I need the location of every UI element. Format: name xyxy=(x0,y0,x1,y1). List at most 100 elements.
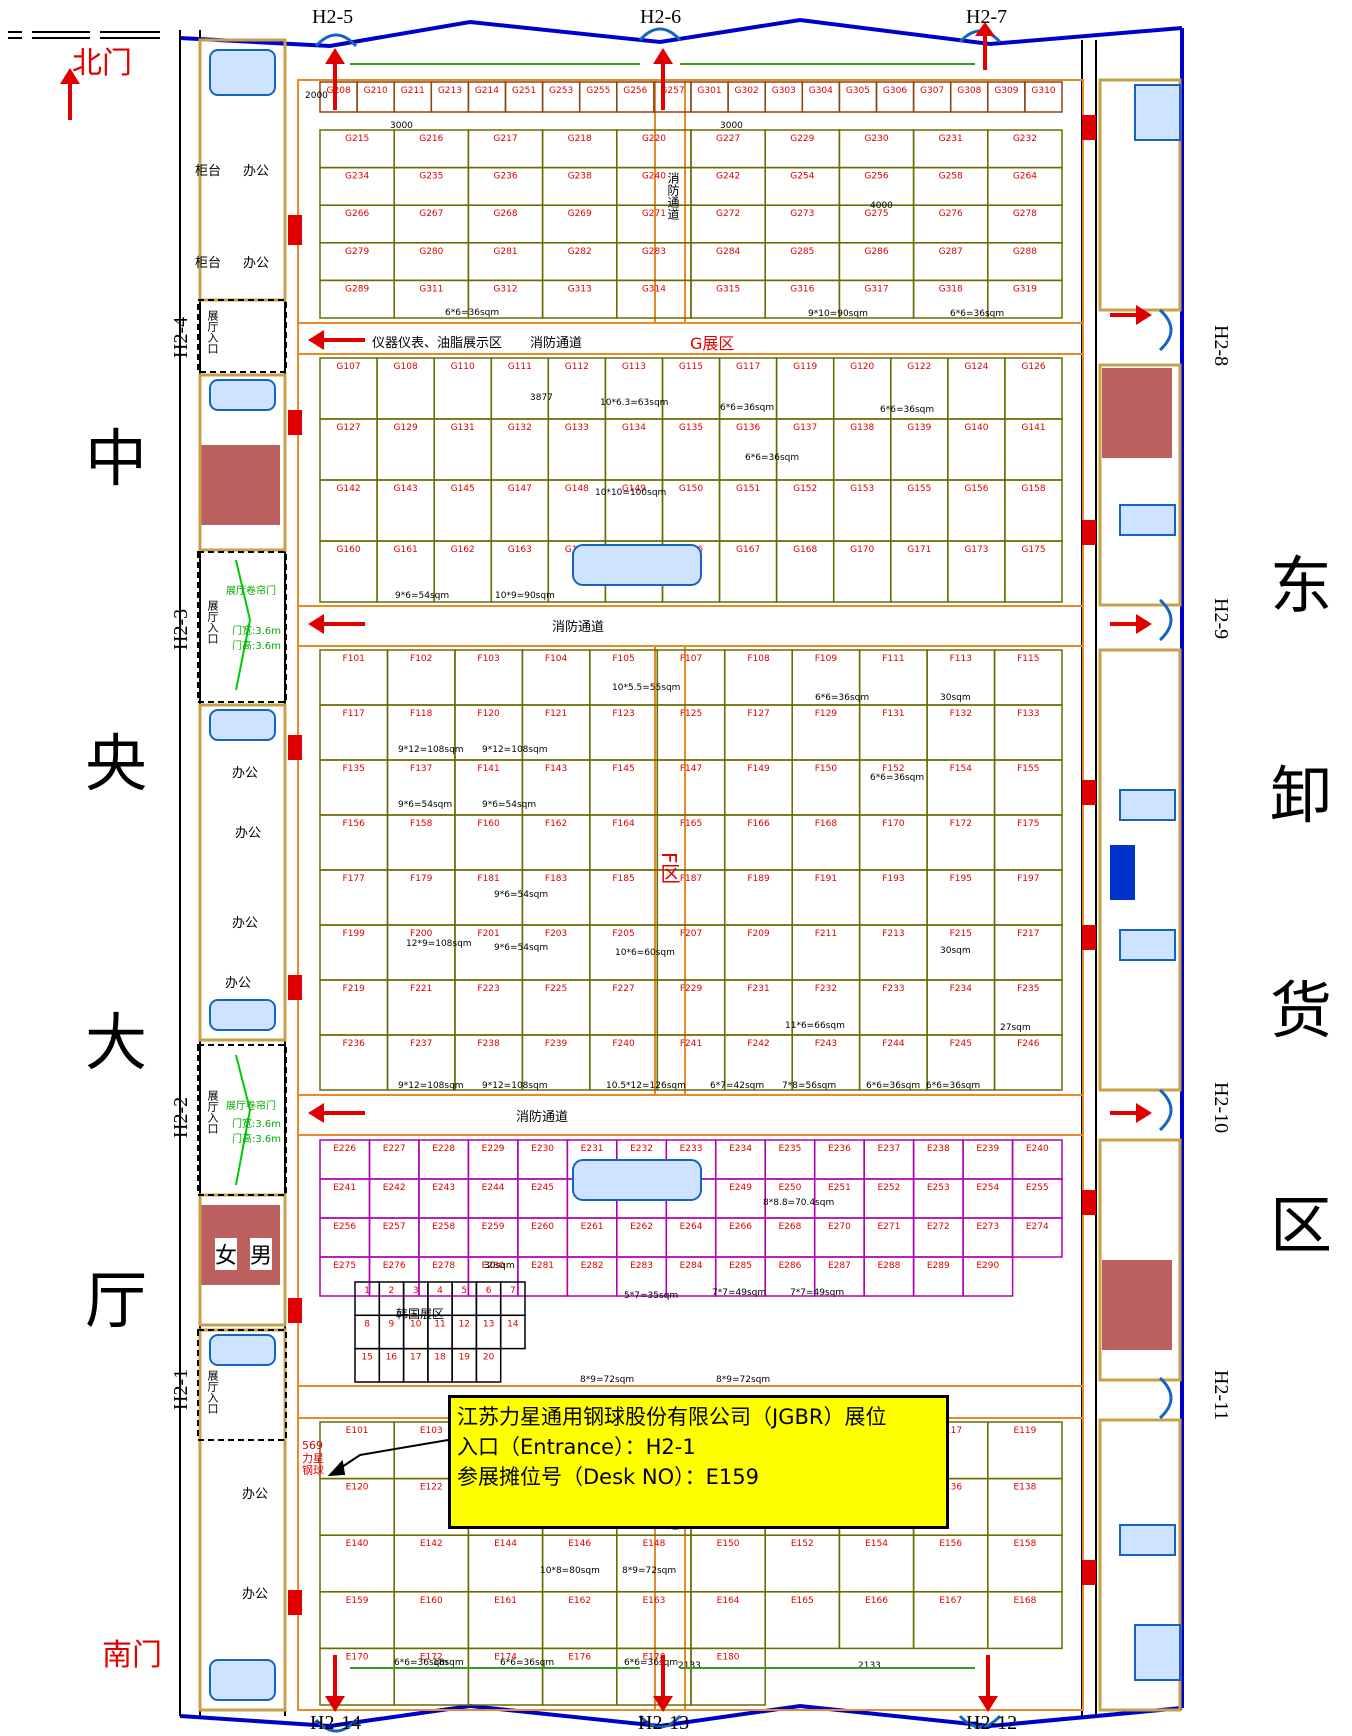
e-upper-booth: E228 xyxy=(418,1139,470,1180)
f-booth-id: F215 xyxy=(950,929,972,939)
g-mid-booth: G155 xyxy=(890,479,949,542)
f-booth-id: F231 xyxy=(747,984,769,994)
e-lower-booth: E140 xyxy=(319,1534,395,1593)
escalator-e xyxy=(572,1159,702,1201)
g-booth-id: G227 xyxy=(716,134,740,144)
g-top-booth-id: G208 xyxy=(327,86,351,96)
dimension-label: 9*6=54sqm xyxy=(494,890,548,900)
g-booth: G280 xyxy=(393,242,470,282)
g-booth: G218 xyxy=(541,129,618,169)
g-booth: G216 xyxy=(393,129,470,169)
g-booth: G227 xyxy=(690,129,766,169)
f-booth-id: F201 xyxy=(477,929,499,939)
g-booth: G254 xyxy=(764,166,841,206)
g-booth-id: G256 xyxy=(864,172,888,182)
g-booth: G232 xyxy=(987,129,1063,169)
f-booth-id: F237 xyxy=(410,1039,432,1049)
g-top-booth-id: G301 xyxy=(697,86,721,96)
male-restroom-label: 男 xyxy=(250,1238,273,1270)
dimension-label: 6*6=36sqm xyxy=(720,403,774,413)
e-upper-booth-id: E260 xyxy=(531,1222,554,1232)
e-upper-booth: E254 xyxy=(962,1178,1014,1219)
g-mid-booth: G133 xyxy=(547,418,607,481)
central-hall-char-3: 大 xyxy=(85,1006,148,1079)
e-upper-booth-id: E257 xyxy=(383,1222,406,1232)
dimension-label: 10*6=60sqm xyxy=(615,948,675,958)
dimension-label: 9*6=54sqm xyxy=(494,943,548,953)
korea-booth-id: 12 xyxy=(459,1319,470,1329)
counter-label-1: 柜台 xyxy=(195,164,222,179)
f-booth-id: F132 xyxy=(950,709,972,719)
e-lower-booth-id: E165 xyxy=(791,1596,814,1606)
g-mid-booth-id: G149 xyxy=(622,484,646,494)
g-mid-booth: G115 xyxy=(661,357,721,420)
e-upper-booth-id: E239 xyxy=(976,1144,999,1154)
g-mid-booth: G139 xyxy=(890,418,949,481)
g-booth-id: G315 xyxy=(716,284,740,294)
g-top-booth: G210 xyxy=(356,81,395,113)
g-mid-booth: G131 xyxy=(433,418,493,481)
g-mid-booth-id: G131 xyxy=(451,423,475,433)
e-lower-booth-id: E150 xyxy=(717,1539,740,1549)
g-top-booth-id: G213 xyxy=(438,86,462,96)
g-top-booth-id: G214 xyxy=(475,86,499,96)
dimension-label: 3000 xyxy=(390,121,413,131)
f-booth-id: F236 xyxy=(343,1039,366,1049)
e-lower-booth-id: E144 xyxy=(494,1539,517,1549)
g-booth: G276 xyxy=(912,204,989,244)
f-booth-id: F135 xyxy=(343,764,365,774)
g-mid-booth-id: G126 xyxy=(1021,362,1045,372)
g-mid-booth: G152 xyxy=(775,479,835,542)
gate-h2-10: H2-10 xyxy=(1210,1082,1232,1134)
g-top-booth: G253 xyxy=(541,81,581,113)
g-booth: G264 xyxy=(987,166,1063,206)
g-mid-booth: G167 xyxy=(718,540,778,603)
f-booth-id: F213 xyxy=(882,929,904,939)
korea-booth: 17 xyxy=(402,1347,429,1383)
g-booth-id: G230 xyxy=(864,134,888,144)
g-mid-booth-id: G140 xyxy=(964,423,988,433)
e-upper-booth-id: E259 xyxy=(482,1222,505,1232)
e-upper-booth-id: E272 xyxy=(927,1222,950,1232)
escalators xyxy=(572,544,702,1201)
g-mid-booth-id: G136 xyxy=(736,423,760,433)
g-mid-booth: G168 xyxy=(775,540,835,603)
e-upper-booth: E244 xyxy=(467,1178,519,1219)
e-lower-booth: E166 xyxy=(838,1591,915,1650)
gate-h2-6: H2-6 xyxy=(640,6,682,28)
e-upper-booth: E240 xyxy=(1011,1139,1063,1180)
e-lower-booth: E168 xyxy=(987,1591,1063,1650)
f-booth-id: F156 xyxy=(343,819,366,829)
g-top-booth: G211 xyxy=(393,81,433,113)
g-booth: G238 xyxy=(541,166,618,206)
g-booth: G268 xyxy=(467,204,544,244)
f-booth: F155 xyxy=(993,759,1063,816)
e-upper-booth-id: E250 xyxy=(778,1183,801,1193)
g-booth-id: G264 xyxy=(1013,172,1037,182)
g-booth: G278 xyxy=(987,204,1063,244)
dimension-label: 10*10=100sqm xyxy=(595,488,666,498)
dimension-label: 6*6=36sqm xyxy=(880,405,934,415)
f-booth-id: F223 xyxy=(477,984,499,994)
f-booth: F213 xyxy=(858,924,928,981)
e-upper-booth-id: E238 xyxy=(927,1144,950,1154)
f-booth-id: F101 xyxy=(343,654,365,664)
g-mid-booth-id: G156 xyxy=(964,484,988,494)
g-booth-id: G272 xyxy=(716,209,740,219)
g-top-booth: G303 xyxy=(764,81,804,113)
f-booth-id: F225 xyxy=(545,984,567,994)
g-booth-id: G278 xyxy=(1013,209,1037,219)
g-mid-booth: G138 xyxy=(832,418,892,481)
f-booth-id: F129 xyxy=(815,709,838,719)
gate-h2-7: H2-7 xyxy=(966,6,1008,28)
e-upper-booth-id: E229 xyxy=(482,1144,505,1154)
dimension-label: 10*8=80sqm xyxy=(540,1566,600,1576)
dimension-label: 10*5.5=55sqm xyxy=(612,683,680,693)
g-mid-booth: G111 xyxy=(490,357,550,420)
f-booth: F103 xyxy=(454,649,524,706)
dimension-label: 30sqm xyxy=(484,1261,515,1271)
dimension-label: 2000 xyxy=(305,91,328,101)
green-door-lines xyxy=(235,559,252,1186)
e-upper-booth-id: E254 xyxy=(976,1183,999,1193)
dashed-entrances xyxy=(197,299,287,1441)
